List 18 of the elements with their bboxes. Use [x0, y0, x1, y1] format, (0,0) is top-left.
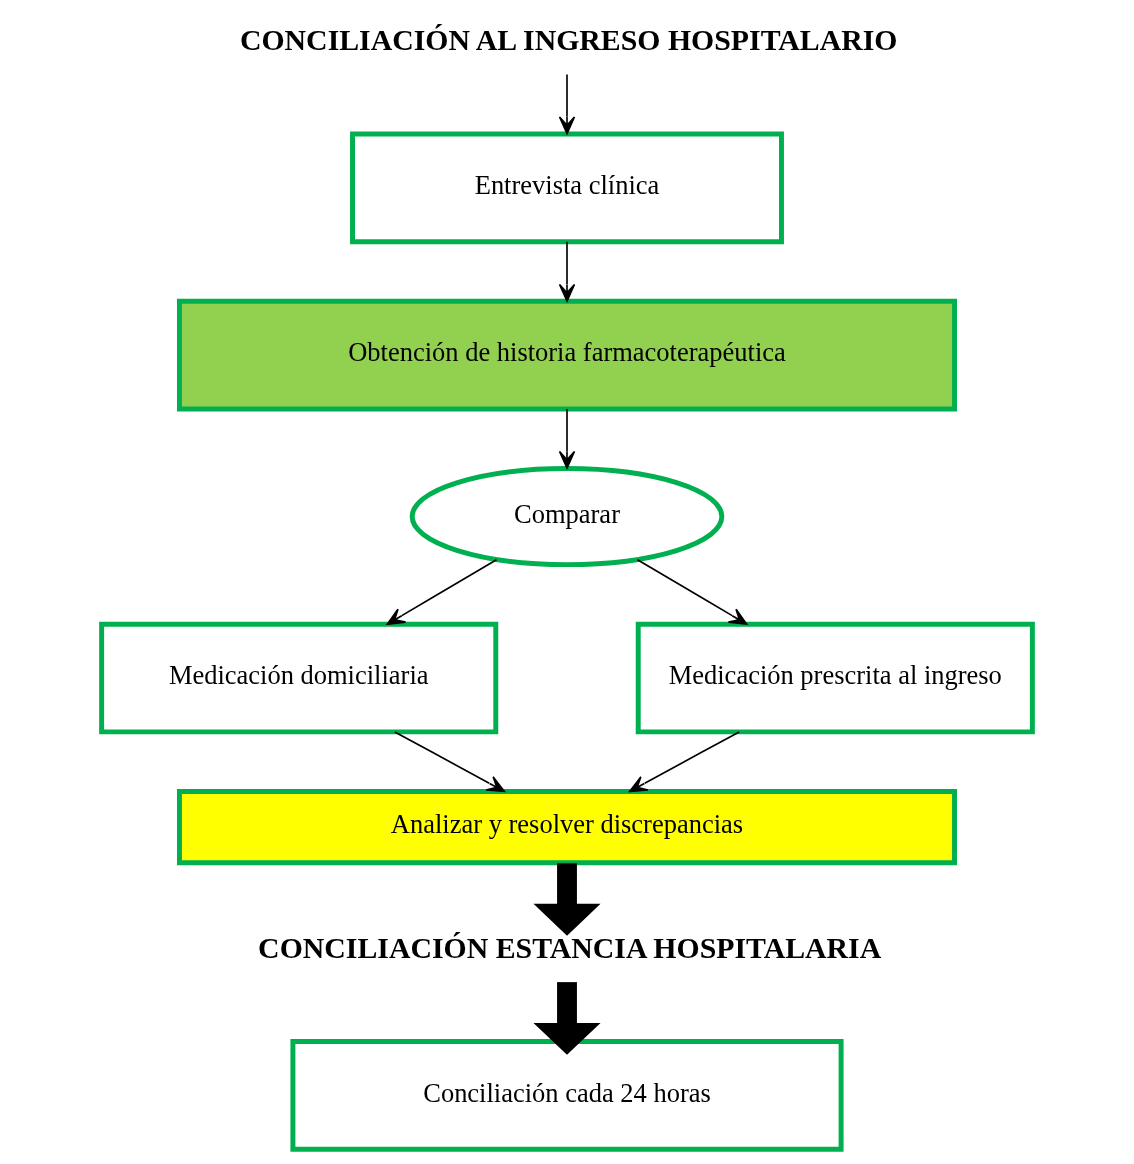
- node-box: Medicación prescrita al ingreso: [635, 621, 1035, 735]
- arrow: [636, 558, 748, 625]
- node-text: CONCILIACIÓN ESTANCIA HOSPITALARIA: [258, 930, 882, 964]
- node-text: CONCILIACIÓN AL INGRESO HOSPITALARIO: [239, 23, 898, 57]
- node-box: Conciliación cada 24 horas: [290, 1039, 844, 1152]
- arrow: [386, 558, 498, 625]
- arrow: [394, 731, 506, 793]
- arrow: [558, 408, 576, 469]
- node-box: Entrevista clínica: [350, 131, 784, 245]
- node-box: Analizar y resolver discrepancias: [176, 789, 958, 866]
- node-ellipse: Comparar: [409, 466, 725, 568]
- arrow: [533, 863, 601, 936]
- node-box: Obtención de historia farmacoterapéutica: [176, 298, 958, 412]
- arrow: [558, 241, 576, 302]
- node-box: Medicación domiciliaria: [99, 621, 499, 735]
- arrow: [558, 73, 576, 135]
- arrow: [628, 731, 741, 793]
- arrow: [533, 982, 601, 1055]
